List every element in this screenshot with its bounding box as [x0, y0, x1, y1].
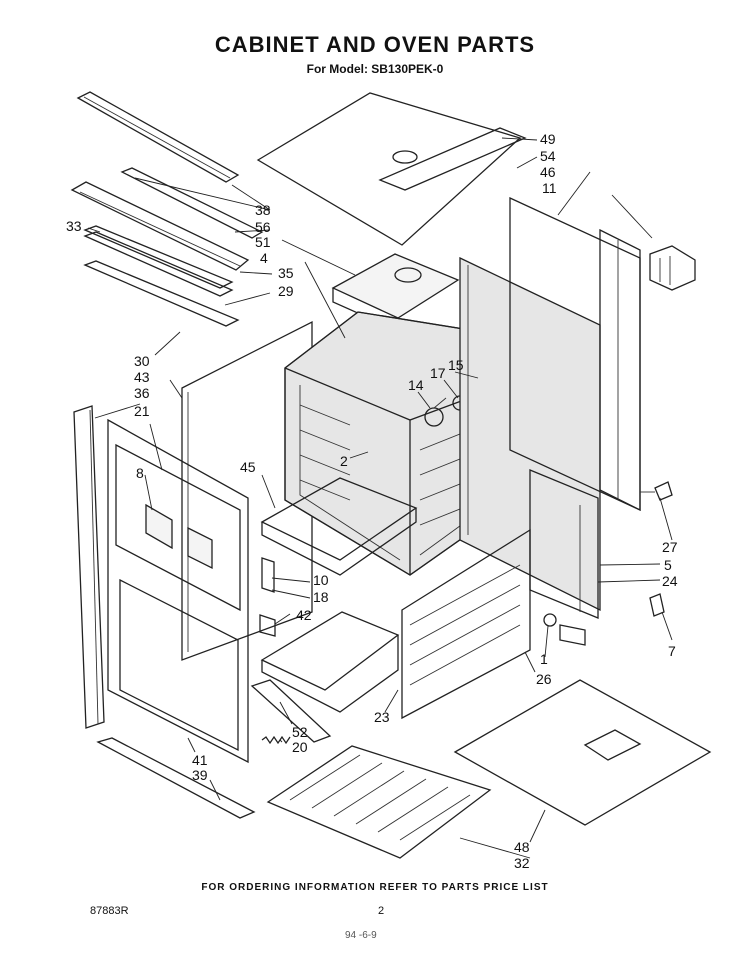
callout-30: 30: [134, 353, 150, 369]
igniter-switch: [543, 593, 665, 646]
callout-5: 5: [664, 557, 672, 573]
callout-17: 17: [430, 365, 446, 381]
callout-52: 52: [292, 724, 308, 740]
callout-54: 54: [540, 148, 556, 164]
callout-labels: 49 54 46 11 38 56 51 4 33 35 29 30 43 36…: [66, 131, 678, 871]
ordering-note: FOR ORDERING INFORMATION REFER TO PARTS …: [201, 882, 549, 893]
page-title: CABINET AND OVEN PARTS: [214, 32, 536, 57]
door-spring: [261, 735, 291, 745]
callout-46: 46: [540, 164, 556, 180]
callout-2: 2: [340, 453, 348, 469]
callout-43: 43: [134, 369, 150, 385]
model-subtitle: For Model: SB130PEK-0: [306, 62, 444, 76]
terminal-block: [649, 245, 696, 291]
broil-element: [260, 477, 418, 576]
insulation-panel: [459, 256, 601, 612]
vent-channel: [70, 167, 264, 327]
callout-8: 8: [136, 465, 144, 481]
left-side-panel: [181, 320, 313, 661]
bottom-trim: [250, 679, 332, 743]
callout-32: 32: [514, 855, 530, 871]
leader-lines: [87, 137, 673, 859]
callout-56: 56: [255, 219, 271, 235]
door-side-trim: [73, 405, 105, 729]
callout-42: 42: [296, 607, 312, 623]
oven-rack: [266, 745, 492, 859]
callout-29: 29: [278, 283, 294, 299]
top-cover-panel: [256, 92, 527, 246]
callout-39: 39: [192, 767, 208, 783]
right-side-panel: [401, 528, 531, 720]
page-number: 2: [378, 905, 385, 917]
callout-1: 1: [540, 651, 548, 667]
callout-45: 45: [240, 459, 256, 475]
callout-21: 21: [134, 403, 150, 419]
power-plug: [640, 481, 673, 501]
callout-7: 7: [668, 643, 676, 659]
callout-11: 11: [542, 180, 557, 196]
document-number: 87883R: [90, 905, 129, 917]
back-panel: [509, 196, 641, 512]
oven-bottom-panel: [453, 679, 712, 826]
callout-18: 18: [313, 589, 329, 605]
bake-element: [260, 611, 400, 713]
callout-27: 27: [662, 539, 678, 555]
callout-35: 35: [278, 265, 294, 281]
callout-14: 14: [408, 377, 424, 393]
callout-33: 33: [66, 218, 82, 234]
callout-4: 4: [260, 250, 268, 266]
door-handle: [96, 737, 256, 819]
callout-24: 24: [662, 573, 678, 589]
top-trim-strip: [76, 91, 240, 183]
door-hinge: [259, 557, 276, 637]
callout-49: 49: [540, 131, 556, 147]
callout-26: 26: [536, 671, 552, 687]
date-stamp: 94 -6-9: [345, 930, 377, 941]
callout-51: 51: [255, 234, 271, 250]
callout-41: 41: [192, 752, 208, 768]
callout-20: 20: [292, 739, 308, 755]
callout-48: 48: [514, 839, 530, 855]
callout-15: 15: [448, 357, 464, 373]
callout-23: 23: [374, 709, 390, 725]
callout-38: 38: [255, 202, 271, 218]
oven-door: [107, 418, 249, 764]
callout-36: 36: [134, 385, 150, 401]
callout-10: 10: [313, 572, 329, 588]
